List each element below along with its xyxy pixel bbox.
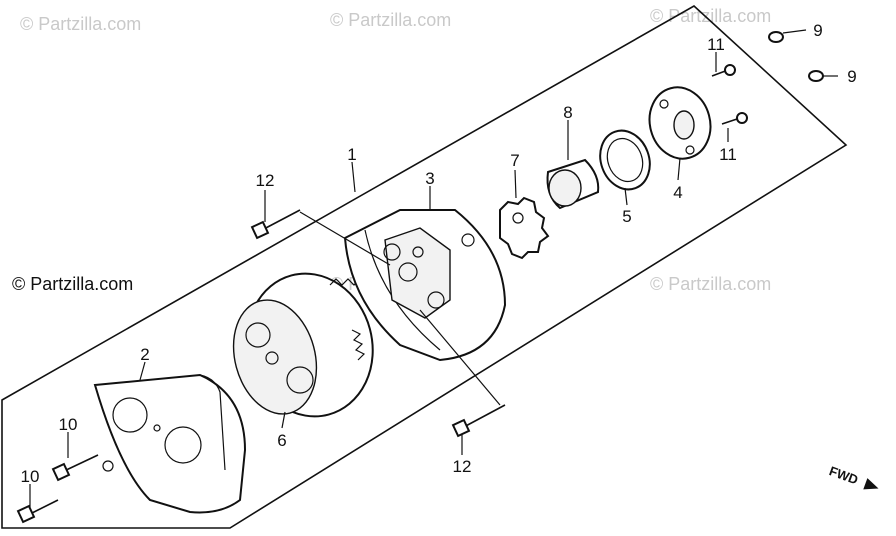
o-ring-9-upper [768, 31, 784, 43]
callout-10-upper: 10 [59, 415, 78, 434]
watermark-mid-right: © Partzilla.com [650, 274, 771, 294]
callout-11-lower: 11 [719, 145, 737, 164]
callout-1: 1 [347, 145, 356, 164]
bolt-10-lower [16, 499, 59, 524]
guide-line-lower [419, 309, 501, 406]
assembly-frame [1, 5, 848, 529]
leader-9a [782, 29, 807, 34]
inner-gear-part [499, 196, 550, 260]
watermark-top-right: © Partzilla.com [650, 6, 771, 26]
o-ring-9-lower [808, 70, 824, 82]
callout-9-lower: 9 [847, 67, 856, 86]
callout-12-lower: 12 [453, 457, 472, 476]
callout-8: 8 [563, 103, 572, 122]
guide-line-upper [299, 211, 391, 266]
callout-3: 3 [425, 169, 434, 188]
callout-11-upper: 11 [707, 35, 725, 54]
watermark-top-center: © Partzilla.com [330, 10, 451, 30]
gasket-part [599, 129, 651, 191]
outer-rotor-part [546, 158, 600, 210]
leader-2 [139, 361, 146, 381]
bolt-10-upper [51, 454, 99, 482]
callout-4: 4 [673, 183, 682, 202]
leader-7 [514, 169, 517, 199]
callout-2: 2 [140, 345, 149, 364]
callout-7: 7 [510, 151, 519, 170]
screw-11-upper [711, 64, 736, 77]
pump-body-part [343, 209, 507, 362]
leader-4 [677, 157, 681, 181]
direction-label: FWD [827, 463, 860, 487]
end-plate-part [648, 86, 712, 160]
forward-direction-arrow-icon: FWD [827, 463, 879, 490]
callout-5: 5 [622, 207, 631, 226]
bolt-12-lower [451, 404, 506, 438]
watermark-top-left: © Partzilla.com [20, 14, 141, 34]
callout-6: 6 [277, 431, 286, 450]
callout-12-upper: 12 [256, 171, 275, 190]
cover-plate-part [93, 373, 247, 514]
screw-11-lower [721, 112, 748, 125]
leader-6 [281, 411, 286, 429]
leader-5 [624, 187, 628, 206]
callout-9-upper: 9 [813, 21, 822, 40]
watermark-left: © Partzilla.com [12, 274, 133, 294]
callout-10-lower: 10 [21, 467, 40, 486]
bolt-12-upper [250, 209, 301, 240]
leader-1 [351, 161, 356, 193]
rotor-gear-part [232, 272, 374, 418]
